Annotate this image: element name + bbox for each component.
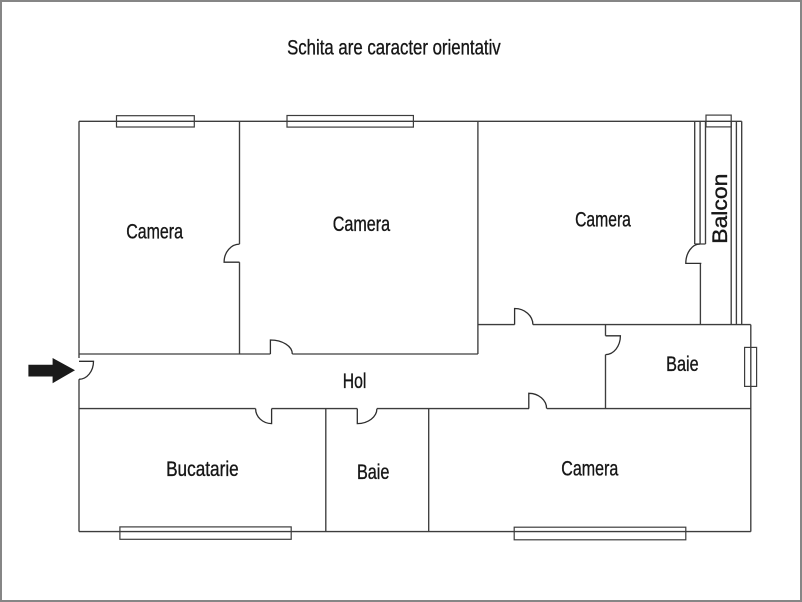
- svg-text:Schita are caracter orientativ: Schita are caracter orientativ: [287, 34, 501, 59]
- svg-text:Bucatarie: Bucatarie: [166, 458, 239, 481]
- svg-text:Hol: Hol: [343, 370, 367, 393]
- svg-text:Camera: Camera: [126, 220, 183, 243]
- svg-text:Camera: Camera: [333, 213, 391, 236]
- svg-text:Balcon: Balcon: [709, 174, 732, 244]
- svg-text:Baie: Baie: [666, 353, 699, 376]
- svg-text:Camera: Camera: [561, 458, 618, 481]
- svg-text:Baie: Baie: [357, 461, 390, 484]
- svg-text:Camera: Camera: [575, 209, 631, 232]
